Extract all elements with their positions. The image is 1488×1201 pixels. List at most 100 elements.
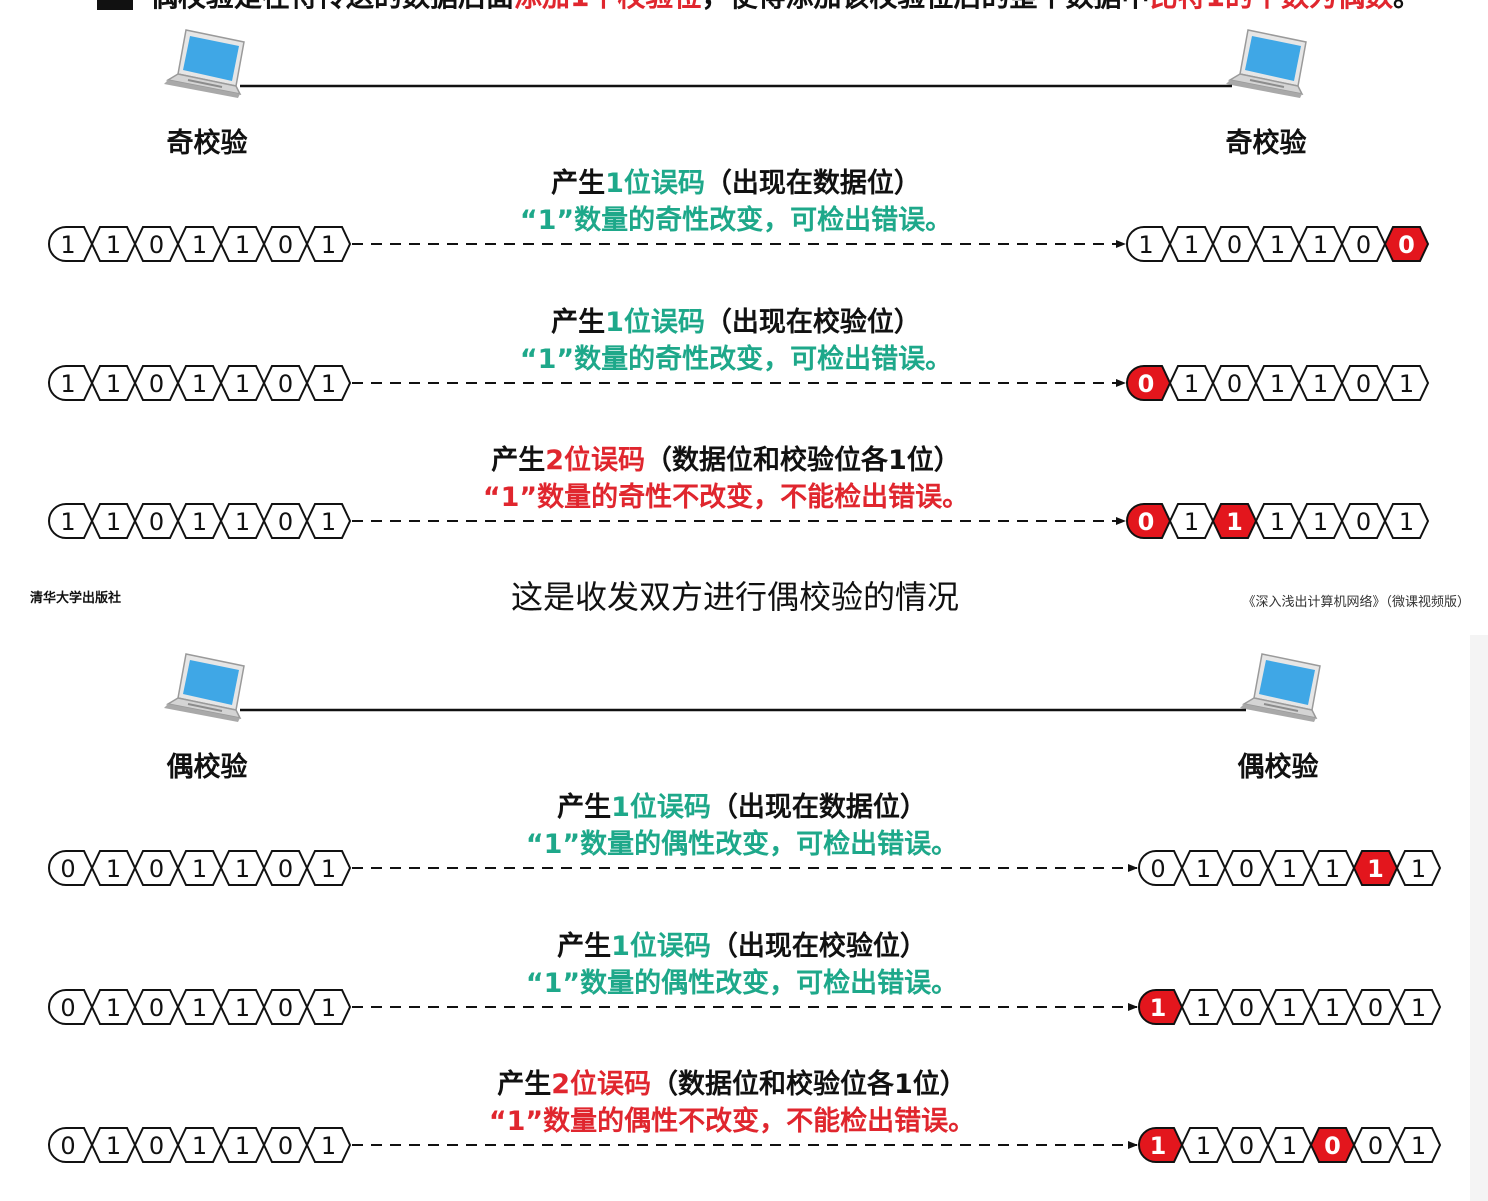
received-bit-value: 0 bbox=[1239, 994, 1254, 1022]
received-bit-value: 0 bbox=[1239, 855, 1254, 883]
received-bit-cell-0 bbox=[1138, 1127, 1184, 1163]
sent-bit-value: 0 bbox=[278, 855, 293, 883]
received-bit-value: 1 bbox=[1282, 994, 1297, 1022]
receiver-laptop-icon bbox=[1240, 653, 1321, 722]
received-bit-cell-6 bbox=[1395, 1127, 1442, 1163]
scenario-result-note: “1”数量的偶性改变，可检出错误。 bbox=[526, 967, 958, 999]
scenario-title-part: （数据位和校验位各1位） bbox=[645, 444, 961, 476]
received-bit-value: 1 bbox=[1399, 370, 1414, 398]
scenario-result-note: “1”数量的偶性不改变，不能检出错误。 bbox=[489, 1105, 975, 1137]
sent-bit-value: 0 bbox=[149, 855, 164, 883]
sent-bit-value: 1 bbox=[106, 231, 121, 259]
scenario-title-part: 产生 bbox=[551, 307, 605, 338]
received-bit-value: 1 bbox=[1367, 855, 1384, 883]
received-bit-value: 1 bbox=[1270, 508, 1285, 536]
sent-bit-value: 1 bbox=[192, 370, 207, 398]
sent-bit-cell-0 bbox=[48, 365, 94, 401]
received-bit-value: 0 bbox=[1150, 855, 1165, 883]
received-bit-value: 0 bbox=[1356, 370, 1371, 398]
sent-bit-cell-6 bbox=[305, 850, 352, 886]
received-bit-cell-6 bbox=[1383, 503, 1430, 539]
sent-bit-value: 1 bbox=[235, 994, 250, 1022]
received-bit-cell-6 bbox=[1395, 850, 1442, 886]
scenario-title-part: （数据位和校验位各1位） bbox=[651, 1068, 967, 1100]
scenario-title-part: 产生 bbox=[551, 168, 605, 199]
banner-part: 添加1个校验位 bbox=[514, 0, 701, 13]
scenario-title-part: 1位误码 bbox=[605, 167, 705, 199]
book-title: 《深入浅出计算机网络》（微课视频版） bbox=[1242, 594, 1470, 610]
received-bit-value: 1 bbox=[1270, 231, 1285, 259]
sent-bit-value: 0 bbox=[149, 508, 164, 536]
received-bit-value: 1 bbox=[1411, 855, 1426, 883]
sent-bit-value: 1 bbox=[60, 508, 75, 536]
subtitle-caption: 这是收发双方进行偶校验的情况 bbox=[511, 578, 959, 616]
sent-bit-cell-0 bbox=[48, 989, 94, 1025]
sent-bit-value: 0 bbox=[149, 231, 164, 259]
scenario-title: 产生1位误码（出现在校验位） bbox=[557, 930, 927, 962]
sent-bit-value: 1 bbox=[321, 855, 336, 883]
received-bit-value: 1 bbox=[1411, 1132, 1426, 1160]
scenario-title: 产生1位误码（出现在校验位） bbox=[551, 306, 921, 338]
scenario-title-part: 2位误码 bbox=[545, 444, 645, 476]
sent-bit-value: 1 bbox=[60, 370, 75, 398]
received-bit-value: 1 bbox=[1325, 855, 1340, 883]
slide-separator bbox=[0, 611, 1488, 635]
sent-bit-cell-6 bbox=[305, 503, 352, 539]
scenario-title-part: 1位误码 bbox=[611, 791, 711, 823]
sent-bit-value: 0 bbox=[60, 994, 75, 1022]
sent-bit-value: 1 bbox=[321, 370, 336, 398]
sent-bit-value: 1 bbox=[321, 231, 336, 259]
receiver-parity-label: 偶校验 bbox=[1238, 751, 1319, 783]
sender-parity-label: 偶校验 bbox=[167, 751, 248, 783]
right-scroll-shadow bbox=[1470, 635, 1488, 1201]
receiver-parity-label: 奇校验 bbox=[1226, 127, 1307, 159]
sent-bit-value: 1 bbox=[106, 1132, 121, 1160]
received-bit-value: 1 bbox=[1150, 994, 1167, 1022]
sent-bit-value: 1 bbox=[235, 370, 250, 398]
received-bit-value: 1 bbox=[1150, 1132, 1167, 1160]
sender-laptop-icon bbox=[164, 29, 245, 98]
sent-bit-value: 1 bbox=[192, 994, 207, 1022]
sent-bit-value: 0 bbox=[278, 994, 293, 1022]
banner-part: 。 bbox=[1393, 0, 1421, 13]
received-bit-value: 1 bbox=[1313, 231, 1328, 259]
received-bit-cell-6 bbox=[1383, 226, 1430, 262]
received-bit-value: 1 bbox=[1196, 855, 1211, 883]
scenario-result-note: “1”数量的奇性改变，可检出错误。 bbox=[520, 204, 952, 236]
sent-bit-value: 1 bbox=[235, 508, 250, 536]
scenario-result-note: “1”数量的奇性改变，可检出错误。 bbox=[520, 343, 952, 375]
sent-bit-cell-6 bbox=[305, 989, 352, 1025]
scenario-title-part: 2位误码 bbox=[551, 1068, 651, 1100]
sent-bit-value: 1 bbox=[192, 508, 207, 536]
sent-bit-value: 0 bbox=[278, 370, 293, 398]
scenario-title-part: （出现在数据位） bbox=[711, 791, 927, 823]
scenario-title-part: （出现在校验位） bbox=[711, 930, 927, 962]
received-bit-value: 1 bbox=[1313, 508, 1328, 536]
sent-bit-value: 1 bbox=[235, 1132, 250, 1160]
received-bit-value: 1 bbox=[1282, 855, 1297, 883]
scenario-title-part: （出现在校验位） bbox=[705, 306, 921, 338]
received-bit-value: 0 bbox=[1239, 1132, 1254, 1160]
received-bit-cell-0 bbox=[1126, 226, 1172, 262]
sent-bit-value: 1 bbox=[192, 855, 207, 883]
received-bit-value: 1 bbox=[1325, 994, 1340, 1022]
received-bit-value: 0 bbox=[1227, 370, 1242, 398]
sent-bit-value: 0 bbox=[60, 855, 75, 883]
received-bit-value: 0 bbox=[1227, 231, 1242, 259]
scenario-title-part: （出现在数据位） bbox=[705, 167, 921, 199]
received-bit-cell-0 bbox=[1126, 503, 1172, 539]
sent-bit-cell-6 bbox=[305, 1127, 352, 1163]
sent-bit-value: 0 bbox=[278, 1132, 293, 1160]
sent-bit-value: 0 bbox=[278, 231, 293, 259]
scenario-title-part: 产生 bbox=[557, 931, 611, 962]
received-bit-value: 0 bbox=[1356, 231, 1371, 259]
sent-bit-cell-6 bbox=[305, 365, 352, 401]
sent-bit-value: 1 bbox=[192, 231, 207, 259]
scenario-title-part: 1位误码 bbox=[605, 306, 705, 338]
received-bit-value: 1 bbox=[1411, 994, 1426, 1022]
received-bit-value: 1 bbox=[1184, 370, 1199, 398]
